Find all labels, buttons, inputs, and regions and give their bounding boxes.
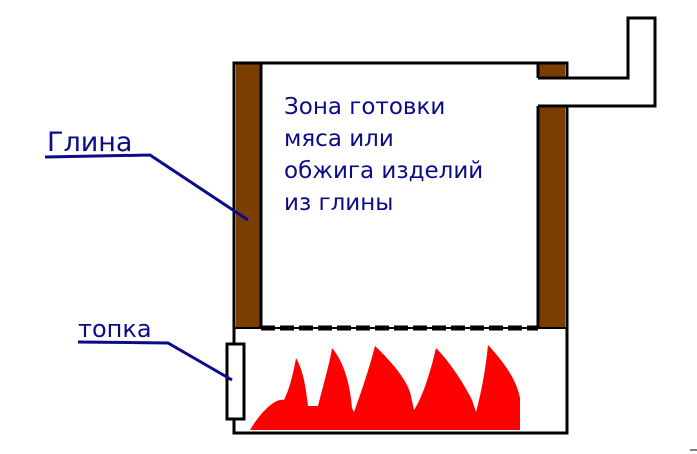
firebox-leader-line xyxy=(77,340,233,382)
chimney-outline xyxy=(538,16,657,108)
fire-flames xyxy=(250,345,520,430)
firebox-door xyxy=(225,342,246,421)
zone-text-line-2: мяса или xyxy=(284,126,394,152)
clay-wall-right xyxy=(538,106,565,328)
clay-wall-left xyxy=(236,64,261,328)
chimney-gap-mask xyxy=(560,79,570,105)
clay-wall-right-top xyxy=(538,64,565,78)
zone-text-line-1: Зона готовки xyxy=(284,94,445,120)
zone-text-line-3: обжига изделий xyxy=(284,158,483,184)
clay-leader-line xyxy=(44,153,249,222)
kiln-body-outline xyxy=(232,61,569,435)
clay-label: Глина xyxy=(47,127,132,158)
zone-text-line-4: из глины xyxy=(284,190,393,216)
firebox-label: топка xyxy=(78,315,152,343)
